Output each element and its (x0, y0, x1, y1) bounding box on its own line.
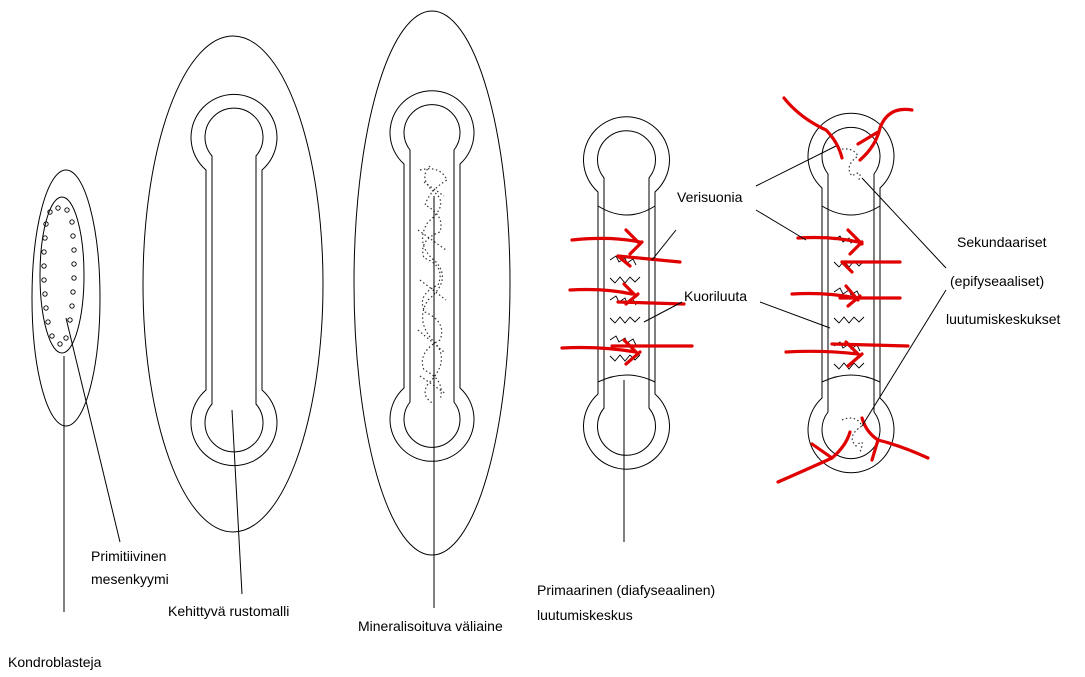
labels: Kondroblasteja Primitiivinen mesenkyymi … (8, 189, 1060, 670)
vessel-4d (618, 302, 684, 304)
label-sekundaariset-line3: luutumiskeskukset (946, 311, 1060, 327)
leader-kuoriluuta-4 (644, 302, 682, 322)
stage-3-model-inner (404, 105, 460, 448)
leader-sekundaariset-top (862, 178, 946, 268)
label-sekundaariset-line1: Sekundaariset (957, 234, 1047, 250)
stage-5-vessels (778, 98, 928, 482)
mineralisation-speckle (418, 166, 447, 404)
stage-4-cortex-top (598, 206, 655, 215)
leader-verisuonia-5-mid (756, 210, 806, 240)
vessel-5-bottom-left (778, 432, 850, 482)
label-mineralisoituva-valiaine: Mineralisoituva väliaine (358, 618, 503, 634)
vessel-4e (562, 340, 640, 364)
label-primaarinen-line1: Primaarinen (diafyseaalinen) (537, 582, 715, 598)
leader-sekundaariset-bottom (862, 290, 946, 426)
stage-3-outer-ellipse (354, 11, 510, 555)
stage-2-model-inner (205, 108, 263, 452)
vessel-5a (798, 230, 862, 254)
vessel-5-top-right (858, 109, 912, 160)
stage-5-cortex-top (822, 206, 880, 215)
vessel-5-top-left (784, 98, 842, 158)
vessel-5b (842, 262, 900, 272)
stage-3-mineralising (354, 11, 510, 555)
label-verisuonia: Verisuonia (677, 189, 743, 205)
stage-4-vessels (562, 230, 692, 364)
label-sekundaariset-line2: (epifyseaaliset) (950, 273, 1044, 289)
label-kondroblasteja: Kondroblasteja (8, 654, 102, 670)
stage-2-cartilage-model (143, 36, 323, 532)
leader-kuoriluuta-5 (760, 302, 830, 328)
leader-primitiivinen (66, 318, 120, 542)
stage-2-model-outline (191, 94, 277, 465)
vessel-4a (572, 230, 642, 254)
stage-4-cortex-bottom (598, 375, 655, 382)
leader-kehittyva (232, 410, 242, 594)
stage-5-cortical-bone (834, 236, 864, 369)
stage-5-cortex-bottom (822, 375, 880, 382)
stage-1-inner-ellipse (40, 197, 84, 353)
vessel-5c (792, 286, 860, 306)
label-primitiivinen-line2: mesenkyymi (91, 571, 169, 587)
vessel-5-bottom-right (862, 418, 928, 460)
stage-2-outer-ellipse (143, 36, 323, 532)
label-primitiivinen-line1: Primitiivinen (91, 548, 166, 564)
stage-1-mesenchyme (32, 170, 100, 426)
vessel-5f (832, 344, 908, 346)
leader-verisuonia-4 (652, 230, 676, 260)
label-kehittyva-rustomalli: Kehittyvä rustomalli (168, 603, 289, 619)
label-kuoriluuta: Kuoriluuta (684, 288, 747, 304)
chondroblast-cells (42, 206, 76, 346)
label-primaarinen-line2: luutumiskeskus (537, 607, 633, 623)
stage-3-model-outline (390, 91, 474, 462)
